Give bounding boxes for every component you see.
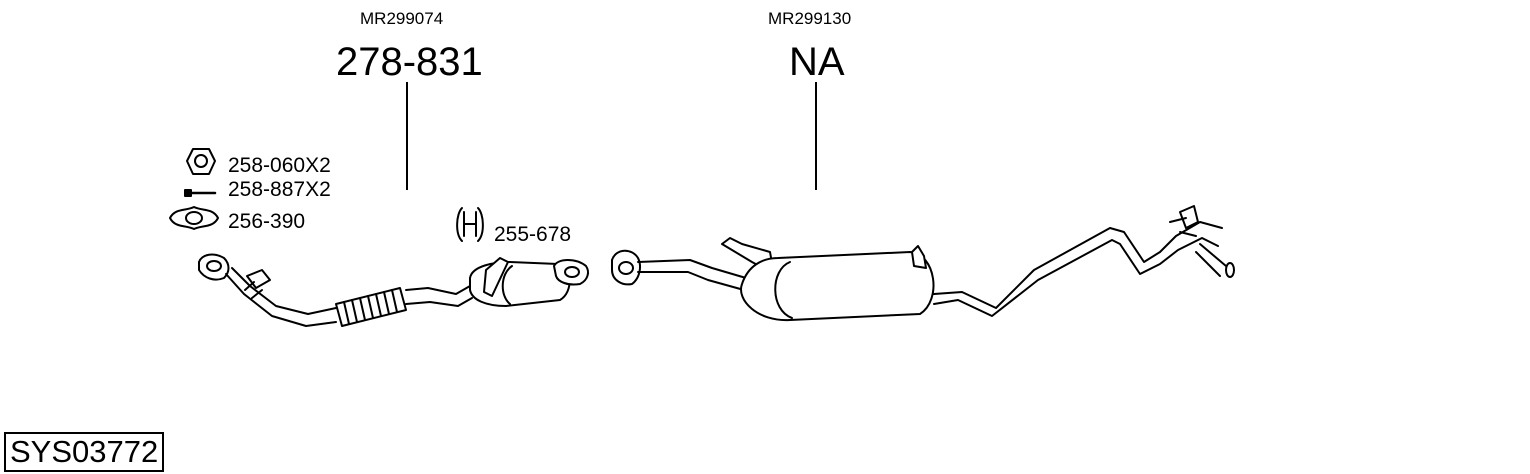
hex-nut-icon [186,148,216,175]
part-label-gasket: 256-390 [228,210,306,233]
front-pipe-assembly [198,253,589,327]
leader-line-front [406,82,408,190]
part-number-front-pipe: 278-831 [336,40,483,84]
part-number-rear-silencer: NA [789,40,845,84]
leader-line-rear [815,82,817,190]
rear-silencer-assembly [611,205,1235,322]
system-code-box: SYS03772 [4,432,165,472]
part-label-hanger: 255-678 [494,223,572,246]
oem-number-rear: MR299130 [768,9,852,28]
part-label-nut: 258-060X2 [228,154,331,177]
part-label-bolt: 258-887X2 [228,178,331,201]
rubber-hanger-icon [456,207,484,242]
flange-gasket-icon [169,206,219,230]
bolt-icon [184,189,217,197]
oem-number-front: MR299074 [360,9,444,28]
